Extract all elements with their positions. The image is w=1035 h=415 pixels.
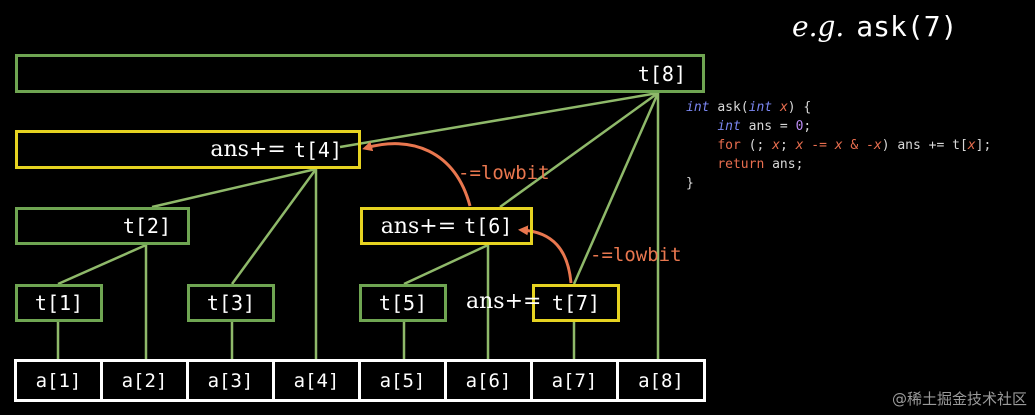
- node-t6-label: t[6]: [464, 214, 513, 238]
- example-title: e.g. ask(7): [792, 10, 957, 43]
- node-t2-label: t[2]: [122, 214, 171, 238]
- edge-t4-t3: [230, 168, 318, 285]
- array-row: a[1] a[2] a[3] a[4] a[5] a[6] a[7] a[8]: [14, 359, 706, 402]
- node-t5-label: t[5]: [378, 291, 428, 315]
- array-cell: a[4]: [275, 362, 361, 399]
- edge-t8-t6: [499, 91, 659, 209]
- edge-t8-t4: [339, 91, 659, 149]
- node-t1: t[1]: [15, 284, 103, 322]
- node-t6: ans+= t[6]: [360, 207, 533, 245]
- node-t3-label: t[3]: [206, 291, 256, 315]
- edge-t4-t2: [151, 167, 317, 209]
- code-snippet: int ask(int x) { int ans = 0; for (; x; …: [686, 98, 991, 193]
- node-t4: ans+= t[4]: [15, 130, 361, 169]
- ans-prefix: ans+=: [210, 137, 286, 162]
- code-line-4: return ans;: [717, 157, 804, 172]
- array-cell: a[5]: [361, 362, 447, 399]
- code-line-3: for (; x; x -= x & -x) ans += t[x];: [717, 138, 992, 153]
- ans-prefix-t7: ans+=: [466, 289, 542, 314]
- edge-t8-t7: [572, 92, 660, 285]
- watermark: @稀土掘金技术社区: [891, 390, 1027, 408]
- node-t7: t[7]: [532, 284, 620, 322]
- title-prefix: e.g.: [792, 10, 845, 43]
- node-t7-label: t[7]: [551, 291, 601, 315]
- node-t3: t[3]: [187, 284, 275, 322]
- edge-t2-t1: [57, 243, 147, 286]
- lowbit-label-lower: -=lowbit: [590, 244, 682, 266]
- array-cell: a[8]: [638, 369, 684, 392]
- code-line-5: }: [686, 176, 694, 191]
- code-line-1: int ask(int x) {: [686, 100, 812, 115]
- array-cell: a[6]: [447, 362, 533, 399]
- array-cell: a[1]: [17, 362, 103, 399]
- arrow-t6-to-t4: [362, 141, 472, 207]
- lowbit-label-upper: -=lowbit: [458, 162, 550, 184]
- edge-t6-t5: [403, 243, 489, 286]
- code-line-2: int ans = 0;: [717, 119, 812, 134]
- ans-prefix: ans+=: [380, 213, 457, 239]
- node-t2: t[2]: [15, 207, 190, 245]
- array-cell: a[7]: [533, 362, 619, 399]
- array-cell: a[2]: [103, 362, 189, 399]
- node-t5: t[5]: [359, 284, 447, 322]
- node-t8: t[8]: [15, 54, 705, 93]
- array-cell: a[3]: [189, 362, 275, 399]
- node-t1-label: t[1]: [34, 291, 84, 315]
- node-t4-label: t[4]: [293, 137, 342, 162]
- title-call: ask(7): [856, 10, 958, 43]
- node-t8-label: t[8]: [637, 61, 686, 86]
